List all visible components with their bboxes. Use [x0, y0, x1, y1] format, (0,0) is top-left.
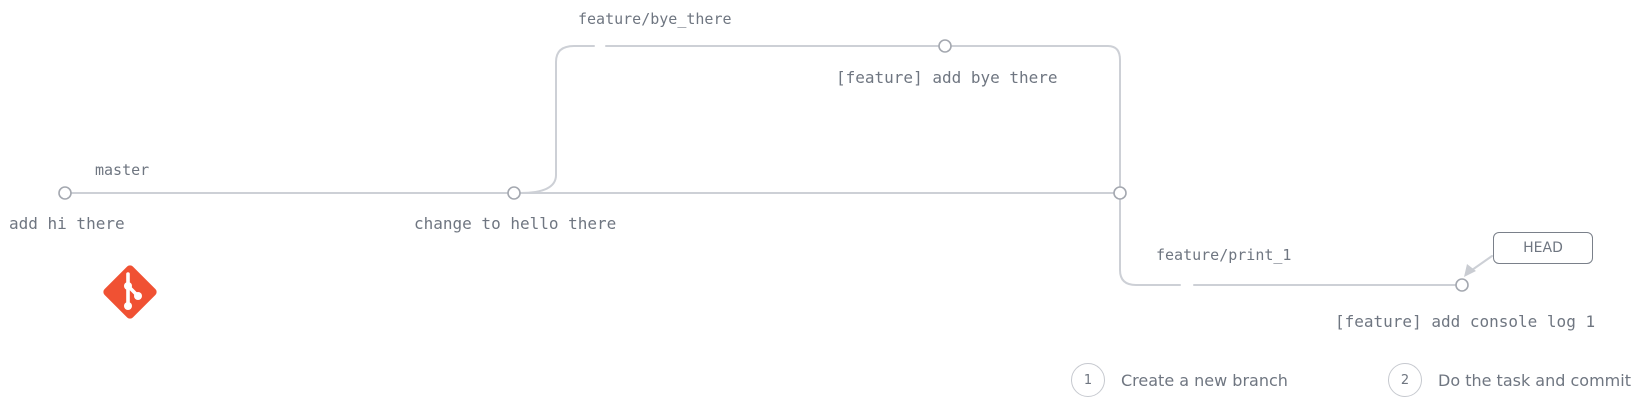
- step-2-number: 2: [1388, 363, 1422, 397]
- head-arrow-line: [1471, 255, 1493, 271]
- feature-print-branch-line: [1119, 199, 1457, 286]
- step-1: 1 Create a new branch: [1071, 363, 1288, 397]
- step-2-text: Do the task and commit: [1438, 370, 1631, 390]
- feature-bye-branch-line: [519, 45, 939, 194]
- commit-node-merge[interactable]: [1113, 186, 1127, 200]
- head-pointer[interactable]: HEAD: [1493, 232, 1593, 264]
- step-1-text: Create a new branch: [1121, 370, 1288, 390]
- commit-node-add-hi-there[interactable]: [58, 186, 72, 200]
- branch-label-master: master: [95, 161, 150, 179]
- branch-label-feature-print-1: feature/print_1: [1156, 246, 1292, 264]
- commit-node-add-console-log[interactable]: [1455, 278, 1469, 292]
- commit-node-change-to-hello-there[interactable]: [507, 186, 521, 200]
- commit-label-add-hi-there: add hi there: [9, 214, 125, 233]
- commit-node-add-bye-there[interactable]: [938, 39, 952, 53]
- head-arrowhead: [1464, 264, 1476, 277]
- git-logo-icon: [103, 265, 157, 319]
- commit-label-change-to-hello-there: change to hello there: [414, 214, 617, 233]
- commit-label-add-console-log-1: [feature] add console log 1: [1335, 312, 1596, 331]
- step-2: 2 Do the task and commit: [1388, 363, 1631, 397]
- branch-label-feature-bye-there: feature/bye_there: [578, 10, 732, 28]
- feature-bye-merge-line: [951, 45, 1121, 187]
- step-1-number: 1: [1071, 363, 1105, 397]
- commit-label-add-bye-there: [feature] add bye there: [836, 68, 1058, 87]
